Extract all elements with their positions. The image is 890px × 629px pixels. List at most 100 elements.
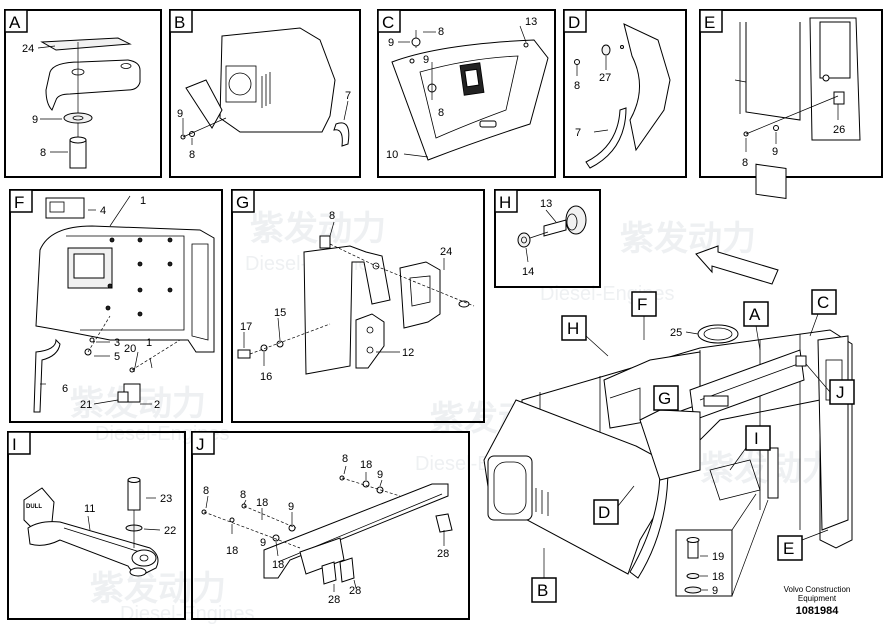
part-number-label: 9 (388, 37, 394, 49)
part-number-label: 18 (256, 497, 268, 509)
panel-a-tag: A (9, 13, 21, 32)
cover-plate-shape (219, 27, 336, 133)
part-number-label: 8 (342, 453, 348, 465)
panel-d-tag: D (568, 13, 580, 32)
part-number-label: 24 (22, 43, 34, 55)
side-panel-shape (623, 23, 671, 152)
part-number-label: 9 (288, 501, 294, 513)
part-number-label: F (637, 295, 647, 314)
footer-line1: Volvo Construction (784, 585, 851, 594)
footer-doc-number: 1081984 (796, 605, 840, 617)
main-tag-j: J (805, 363, 855, 405)
main-tag-e: E (777, 529, 829, 561)
part-number-label: E (783, 539, 794, 558)
panel-c: C 8 9 9 8 13 10 (377, 9, 556, 178)
part-number-label: 24 (440, 246, 452, 258)
part-number-label: C (817, 293, 829, 312)
part-number-label: A (749, 305, 761, 324)
main-tag-c: C (809, 289, 837, 337)
main-view: 19 18 9 25 H F A C G (483, 245, 855, 603)
footer: Volvo Construction Equipment 1081984 (784, 585, 851, 617)
main-tag-a: A (743, 301, 769, 351)
part-number-label: 20 (124, 343, 136, 355)
bracket-plate-shape (303, 245, 391, 375)
panel-b: B 9 8 7 (169, 9, 361, 178)
part-number-label: 13 (525, 16, 537, 28)
part-number-label: 28 (349, 585, 361, 597)
frame-post-shape (745, 22, 801, 121)
part-number-label: H (567, 319, 579, 338)
panel-c-tag: C (382, 13, 394, 32)
footer-line2: Equipment (798, 594, 837, 603)
main-tag-b: B (531, 548, 557, 603)
handle-label: DULL (26, 504, 42, 510)
part-number-label: I (754, 429, 759, 448)
part-number-label: 8 (742, 157, 748, 169)
panel-a: A 24 9 8 (4, 9, 162, 178)
part-number-label: 9 (377, 469, 383, 481)
part-number-label: 19 (712, 551, 724, 563)
main-tag-i: I (729, 425, 771, 471)
part-number-label: 16 (260, 371, 272, 383)
bracket-shape (45, 59, 141, 111)
part-number-label: 26 (833, 124, 845, 136)
side-panel-d-shape (483, 399, 665, 575)
part-number-label: G (658, 389, 671, 408)
part-number-label: 9 (32, 114, 38, 126)
part-number-label: 15 (274, 307, 286, 319)
part-number-label: 8 (574, 80, 580, 92)
panel-i-tag: I (12, 435, 17, 454)
part-number-label: 3 (114, 337, 120, 349)
washer-9-shape (63, 112, 93, 124)
panel-g-tag: G (236, 193, 249, 212)
panel-g: G 8 24 17 15 12 16 (231, 189, 485, 423)
main-tag-h: H (561, 315, 609, 357)
part-number-label: 12 (402, 347, 414, 359)
panel-h-tag: H (499, 193, 511, 212)
main-tag-d: D (593, 485, 635, 525)
panel-a-tag-box (4, 9, 28, 33)
part-number-label: 8 (40, 147, 46, 159)
watermark-brand: 紫发动力 (90, 570, 226, 608)
edge-strip-7-shape (333, 122, 350, 147)
gasket-shape (185, 79, 223, 129)
part-number-label: 25 (670, 327, 682, 339)
panel-b-tag: B (174, 13, 185, 32)
part-number-label: 28 (437, 548, 449, 560)
hood-1-shape (35, 225, 215, 353)
part-number-label: 8 (438, 26, 444, 38)
panel-f: F 1 4 3 5 20 1 6 21 2 (9, 189, 223, 423)
part-number-label: 2 (154, 399, 160, 411)
part-number-label: 8 (189, 149, 195, 161)
part-number-label: 1 (140, 195, 146, 207)
main-tag-g: G (653, 385, 679, 411)
clip-24-shape (399, 261, 441, 329)
bolt-8-shape (69, 139, 87, 169)
watermark-brand: 紫发动力 (250, 210, 386, 248)
watermark-brand: 紫发动力 (620, 220, 756, 258)
part-number-label: 7 (575, 127, 581, 139)
nut-14-shape (517, 232, 531, 248)
part-number-label: J (836, 383, 845, 402)
part-number-label: 18 (360, 459, 372, 471)
part-number-label: 9 (712, 585, 718, 597)
part-number-label: 28 (328, 594, 340, 606)
part-number-label: 13 (540, 198, 552, 210)
part-number-label: 27 (599, 72, 611, 84)
part-number-label: 8 (240, 489, 246, 501)
part-number-label: 8 (203, 485, 209, 497)
part-number-label: 17 (240, 321, 252, 333)
panel-f-tag: F (14, 193, 24, 212)
part-number-label: B (537, 581, 548, 600)
part-number-label: 7 (345, 90, 351, 102)
seal-6-shape (33, 338, 61, 413)
panel-d: D 8 27 7 (563, 9, 687, 178)
part-number-label: 8 (329, 210, 335, 222)
part-number-label: 1 (146, 337, 152, 349)
watermark-sub: Diesel-Engines (120, 603, 255, 625)
guide-block-12-shape (355, 313, 385, 369)
part-number-label: 14 (522, 266, 534, 278)
rail-shape (263, 483, 449, 579)
part-number-label: 8 (438, 107, 444, 119)
